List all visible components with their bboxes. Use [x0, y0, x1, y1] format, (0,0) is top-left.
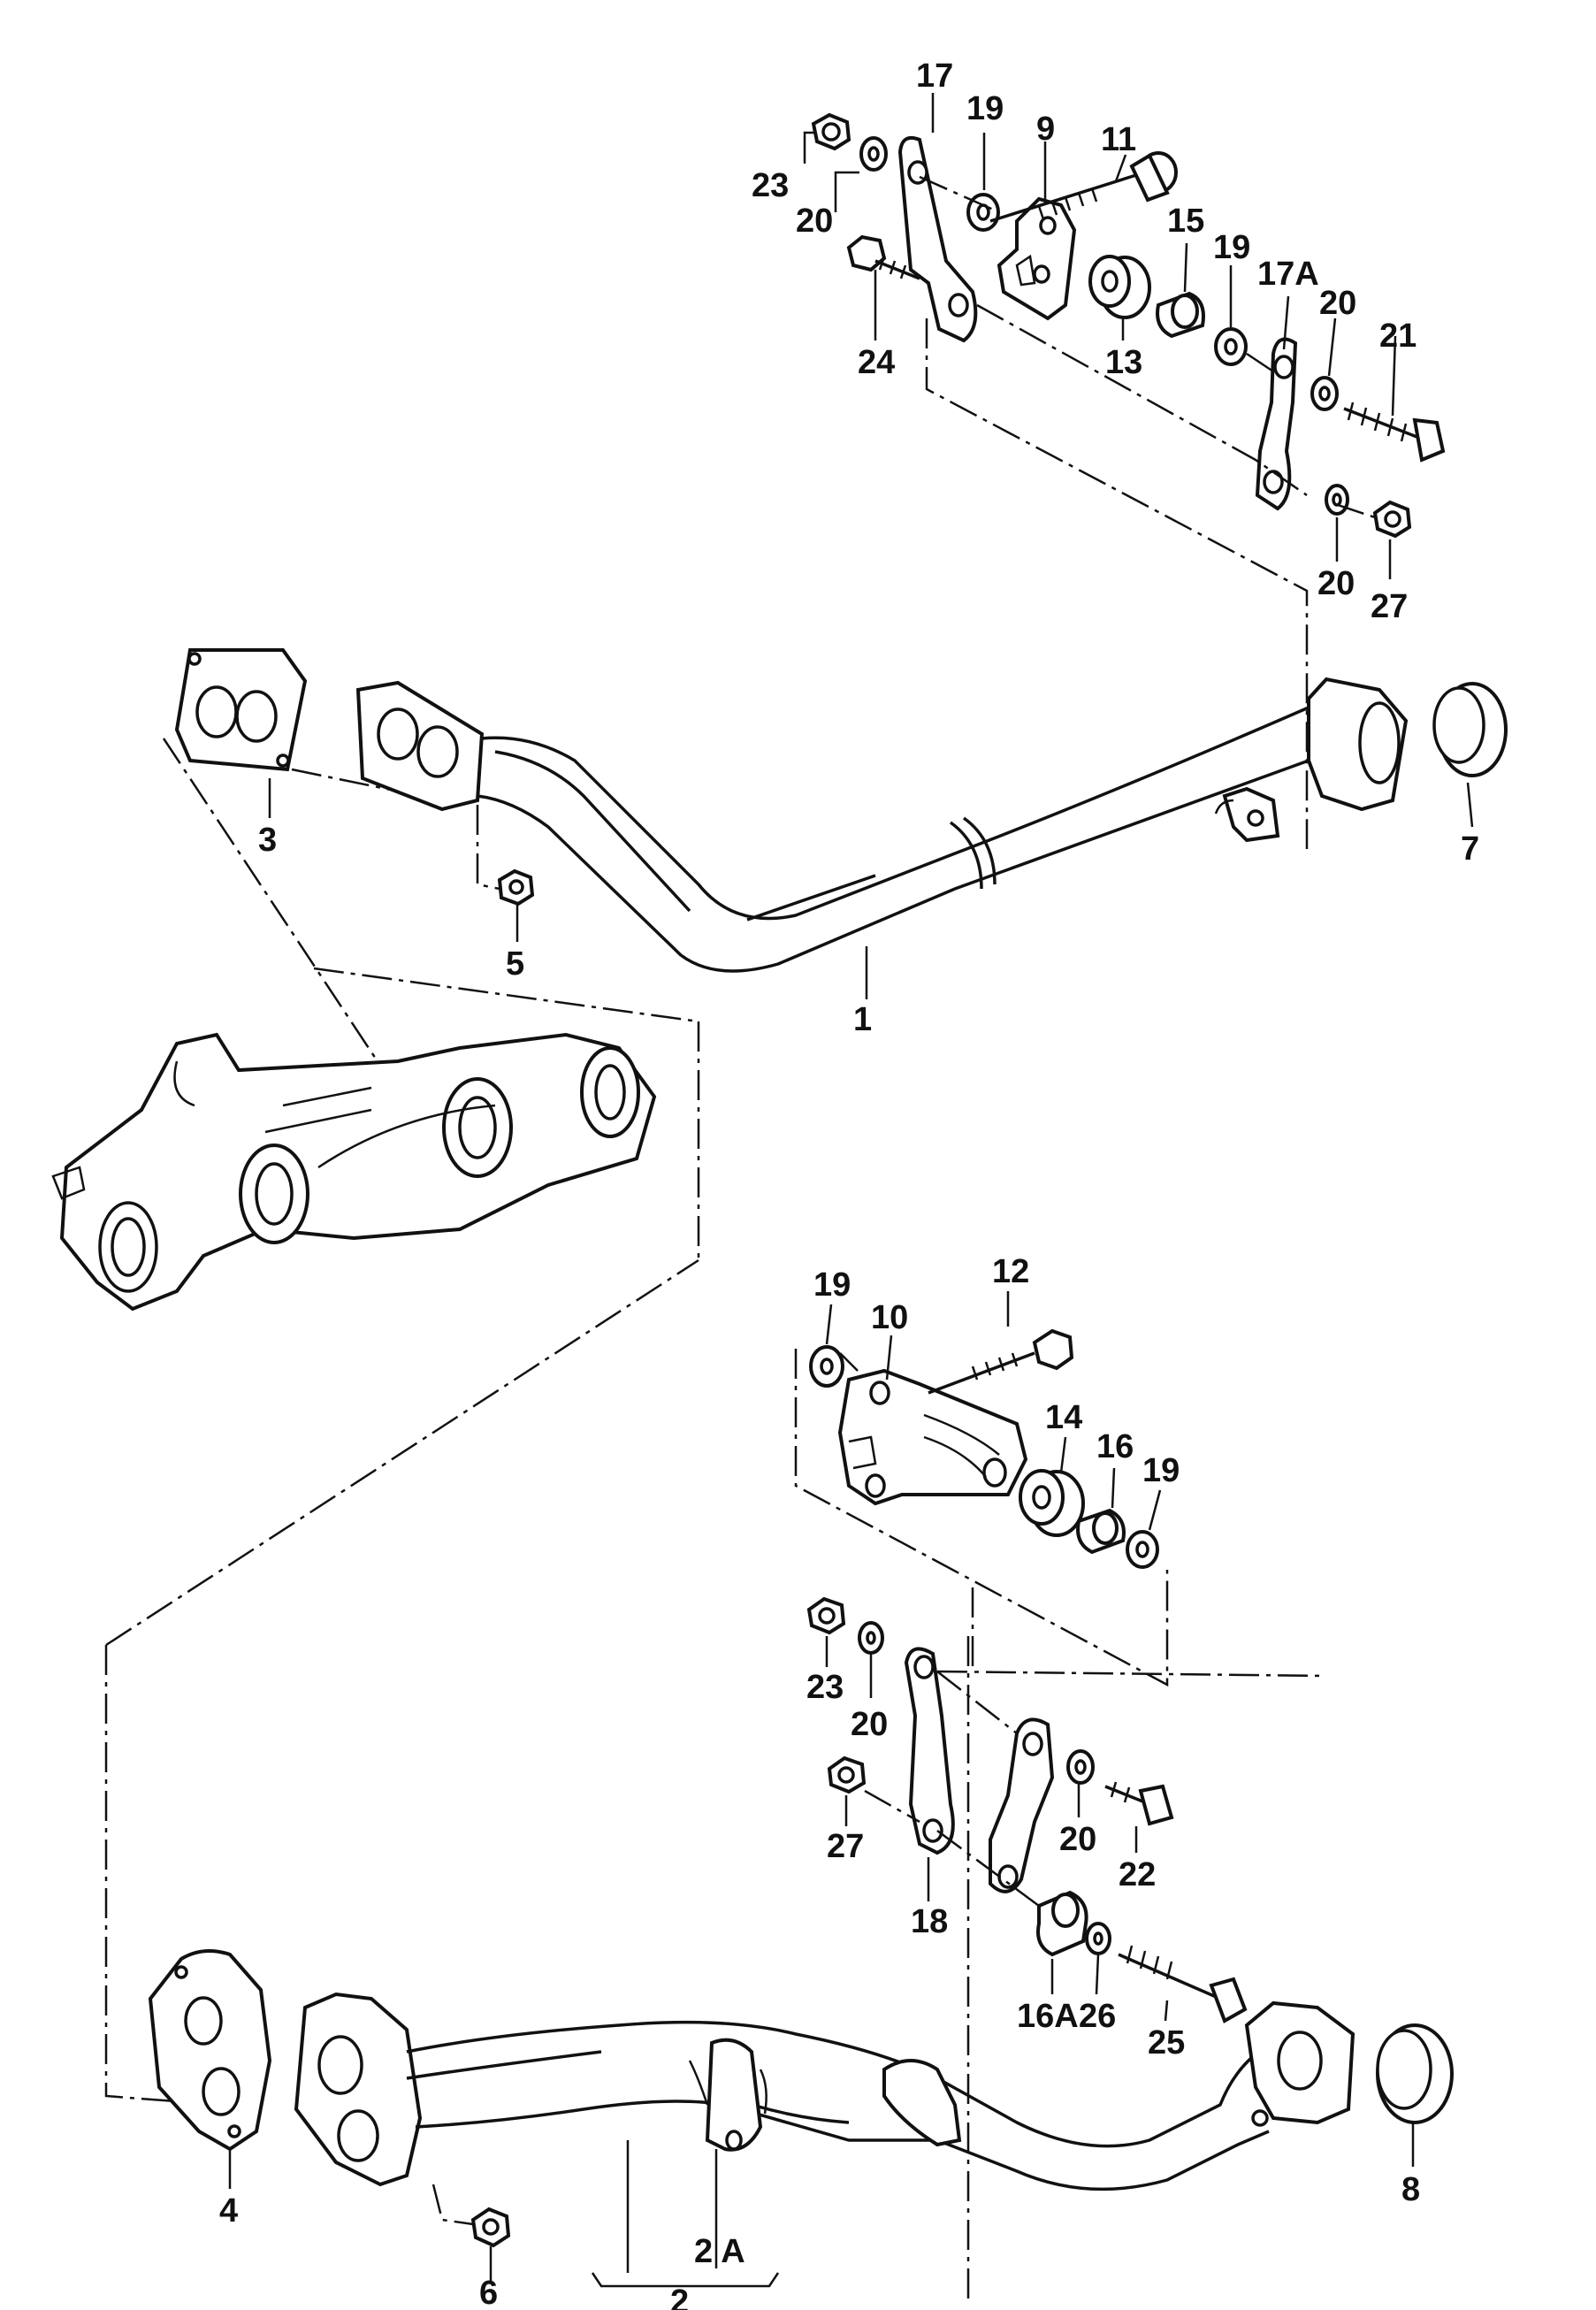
seal-ring-7	[1432, 682, 1508, 777]
label-1: 1	[853, 1001, 872, 1038]
label-19-top: 19	[966, 90, 1004, 127]
rubber-bush-13	[1088, 255, 1151, 319]
label-20-lower-right: 20	[1059, 1821, 1096, 1858]
callout-labels: 17 19 9 11 23 20 15 19 17A 20 21 24 13 2…	[219, 57, 1479, 2310]
label-27-lower: 27	[827, 1828, 864, 1865]
front-exhaust-pipe-1	[174, 648, 1409, 973]
bracket-10	[837, 1368, 1028, 1506]
hex-nut-5	[497, 868, 535, 906]
hex-nut-23-top	[811, 112, 851, 151]
seal-ring-8	[1376, 2023, 1454, 2124]
label-20-lower: 20	[1317, 565, 1355, 602]
label-3: 3	[258, 822, 277, 859]
bolt-22	[1104, 1781, 1174, 1826]
bracket-9	[997, 196, 1077, 321]
bracket-strap-17a	[1255, 337, 1298, 511]
label-25: 25	[1148, 2024, 1185, 2061]
bolt-25	[1118, 1945, 1248, 2023]
bolt-12	[928, 1328, 1074, 1395]
washer-19-right	[1214, 327, 1248, 366]
label-13: 13	[1105, 344, 1142, 381]
rubber-bush-14	[1019, 1469, 1085, 1537]
gasket-4	[148, 1949, 272, 2152]
spacer-sleeve-15	[1156, 291, 1205, 339]
label-18: 18	[911, 1903, 948, 1940]
label-19-lower-right: 19	[1142, 1452, 1180, 1489]
upper-assembly-lines	[105, 175, 1376, 1647]
upper-mounting-hardware	[811, 112, 1446, 539]
label-20-top: 20	[796, 203, 833, 240]
clamp-2a	[688, 2038, 767, 2152]
bolt-11	[989, 151, 1178, 223]
hex-nut-23-lower	[806, 1596, 846, 1635]
bolt-21	[1343, 402, 1446, 463]
strap-18	[904, 1647, 955, 1855]
label-20-lower-left: 20	[851, 1706, 888, 1743]
hex-nut-27-top	[1372, 500, 1412, 539]
label-9: 9	[1036, 111, 1055, 148]
label-20-right: 20	[1319, 285, 1356, 322]
washer-19-lower-right	[1126, 1530, 1159, 1569]
label-11: 11	[1101, 121, 1136, 158]
gasket-3	[174, 648, 308, 772]
label-5: 5	[506, 945, 524, 983]
washer-20-lower	[1325, 484, 1349, 516]
label-22: 22	[1119, 1856, 1156, 1893]
washer-19-lower-left	[809, 1345, 844, 1388]
label-7: 7	[1461, 830, 1479, 868]
label-19-lower-left: 19	[813, 1266, 851, 1304]
label-6: 6	[479, 2275, 498, 2310]
label-4: 4	[219, 2192, 238, 2230]
washer-20-top	[859, 136, 888, 172]
washer-20-lower-left	[858, 1621, 884, 1655]
spacer-16a	[1036, 1890, 1088, 1957]
label-10: 10	[871, 1299, 908, 1336]
label-12: 12	[992, 1253, 1029, 1290]
label-2a: 2 A	[694, 2233, 745, 2270]
strap-right	[989, 1717, 1055, 1893]
bolt-24	[846, 234, 920, 280]
label-23-top: 23	[752, 167, 789, 204]
label-17: 17	[916, 57, 953, 95]
label-26: 26	[1079, 1998, 1116, 2035]
front-exhaust-pipe-2	[148, 1949, 1355, 2191]
label-24: 24	[858, 344, 895, 381]
label-19-right: 19	[1213, 229, 1250, 266]
label-8: 8	[1401, 2171, 1420, 2208]
washer-20-right	[1310, 376, 1339, 411]
washer-26	[1085, 1922, 1111, 1955]
lower-mounting-hardware	[806, 1328, 1248, 2023]
label-14: 14	[1045, 1399, 1082, 1436]
hex-nut-6	[470, 2207, 511, 2248]
label-16a: 16A	[1017, 1998, 1079, 2035]
label-21: 21	[1379, 317, 1417, 355]
label-17a: 17A	[1257, 256, 1319, 293]
label-23-lower: 23	[806, 1669, 844, 1706]
group-bracket-2	[591, 2272, 780, 2288]
bracket-strap-17	[897, 135, 978, 343]
label-16: 16	[1096, 1428, 1134, 1465]
hex-nut-27-lower	[827, 1755, 867, 1794]
leader-lines	[228, 93, 1474, 2282]
exhaust-manifold	[51, 1032, 657, 1312]
washer-20-lower-right	[1066, 1749, 1095, 1785]
label-27-top: 27	[1371, 588, 1408, 625]
spacer-16	[1076, 1508, 1126, 1555]
label-2: 2	[670, 2283, 689, 2310]
label-15: 15	[1167, 203, 1204, 240]
